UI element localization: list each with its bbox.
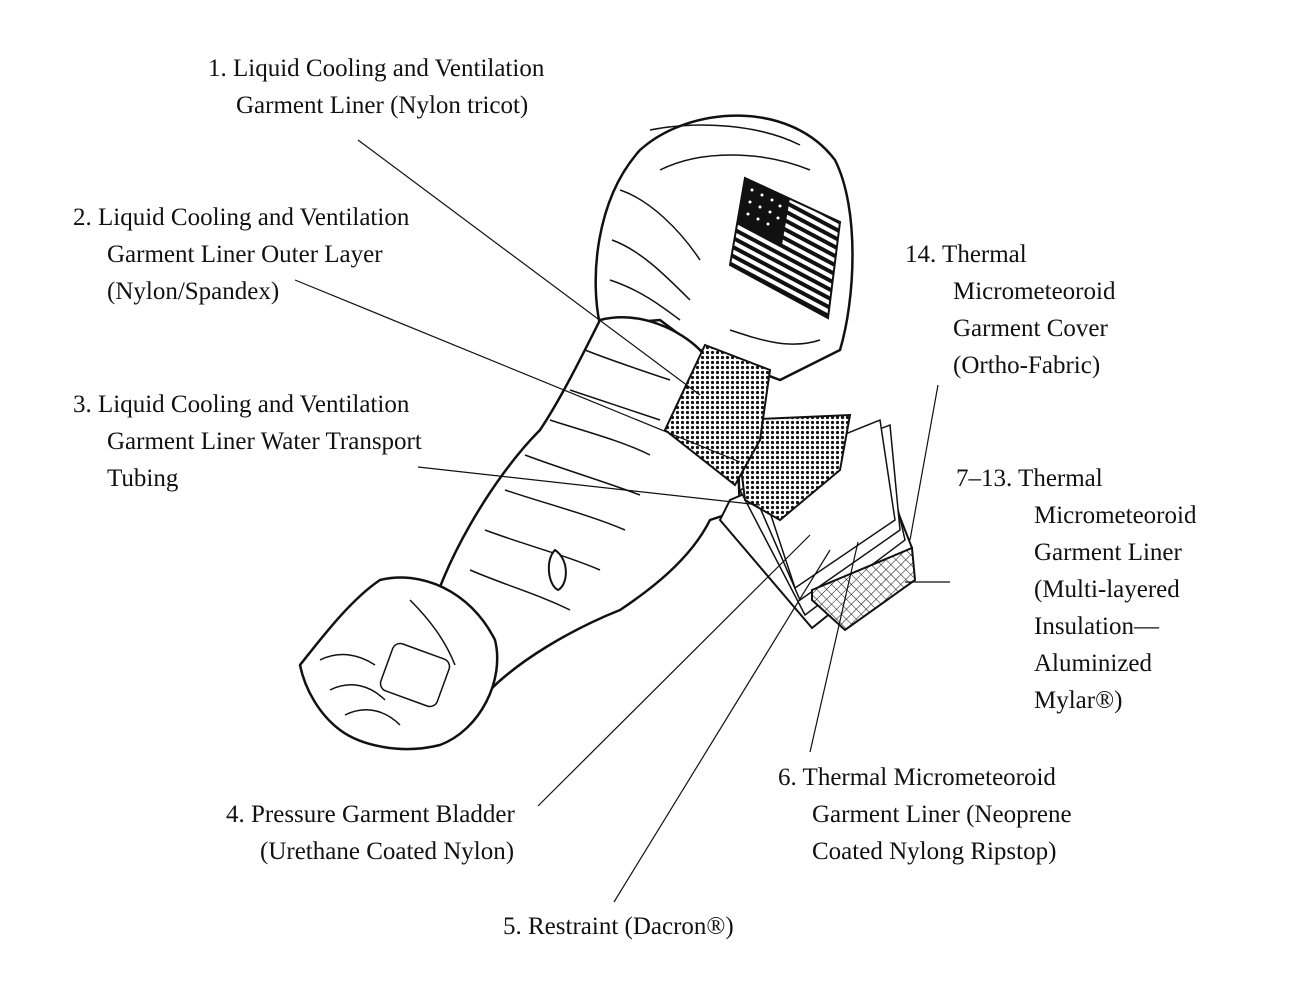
label-14-line-3: Garment Cover	[953, 315, 1108, 342]
label-5-line-1: 5. Restraint (Dacron®)	[503, 913, 734, 940]
layer-stack	[663, 343, 917, 632]
label-3-line-1: 3. Liquid Cooling and Ventilation	[73, 391, 410, 418]
forearm	[428, 316, 742, 692]
upper-arm-folds	[609, 124, 821, 345]
label-4: 4. Pressure Garment Bladder (Urethane Co…	[226, 796, 515, 870]
wrist-tab	[547, 548, 567, 592]
label-3-line-2: Garment Liner Water Transport	[107, 428, 422, 455]
label-7-13-line-2: Micrometeoroid	[1034, 502, 1197, 529]
label-7-13-line-3: Garment Liner	[1034, 539, 1182, 566]
leader-line-1	[357, 139, 701, 396]
label-2: 2. Liquid Cooling and Ventilation Garmen…	[73, 199, 409, 310]
label-14-line-4: (Ortho-Fabric)	[953, 352, 1101, 379]
label-1: 1. Liquid Cooling and Ventilation Garmen…	[208, 50, 544, 124]
label-7-13-line-7: Mylar®)	[1034, 687, 1123, 714]
leader-line-5	[613, 549, 831, 903]
flag-patch	[728, 176, 842, 320]
label-4-line-1: 4. Pressure Garment Bladder	[226, 801, 515, 828]
leader-line-6	[809, 541, 859, 753]
glove	[298, 576, 499, 751]
label-1-line-2: Garment Liner (Nylon tricot)	[236, 92, 529, 119]
label-7-13-line-5: Insulation—	[1034, 613, 1159, 640]
label-1-line-1: 1. Liquid Cooling and Ventilation	[208, 55, 545, 82]
leader-lines	[294, 139, 950, 903]
upper-arm	[594, 114, 854, 382]
label-6-line-1: 6. Thermal Micrometeoroid	[778, 764, 1056, 791]
label-7-13-line-4: (Multi-layered	[1034, 576, 1180, 603]
leader-line-2	[294, 279, 741, 463]
label-7-13: 7–13. Thermal Micrometeoroid Garment Lin…	[956, 460, 1196, 719]
label-5: 5. Restraint (Dacron®)	[503, 908, 734, 945]
label-14: 14. Thermal Micrometeoroid Garment Cover…	[905, 236, 1115, 384]
leader-line-4	[537, 534, 811, 807]
label-7-13-line-6: Aluminized	[1034, 650, 1153, 677]
label-6-line-2: Garment Liner (Neoprene	[812, 801, 1072, 828]
label-6-line-3: Coated Nylong Ripstop)	[812, 838, 1057, 865]
label-3-line-3: Tubing	[107, 465, 179, 492]
label-3: 3. Liquid Cooling and Ventilation Garmen…	[73, 386, 422, 497]
label-4-line-2: (Urethane Coated Nylon)	[260, 838, 515, 865]
glove-details	[319, 599, 456, 726]
leader-line-3	[417, 466, 761, 506]
label-14-line-1: 14. Thermal	[905, 241, 1027, 268]
label-2-line-3: (Nylon/Spandex)	[107, 278, 280, 305]
label-7-13-line-1: 7–13. Thermal	[956, 465, 1103, 492]
forearm-folds	[469, 349, 671, 611]
label-2-line-1: 2. Liquid Cooling and Ventilation	[73, 204, 410, 231]
label-2-line-2: Garment Liner Outer Layer	[107, 241, 383, 268]
label-14-line-2: Micrometeoroid	[953, 278, 1116, 305]
leader-line-14	[909, 384, 939, 541]
label-6: 6. Thermal Micrometeoroid Garment Liner …	[778, 759, 1072, 870]
